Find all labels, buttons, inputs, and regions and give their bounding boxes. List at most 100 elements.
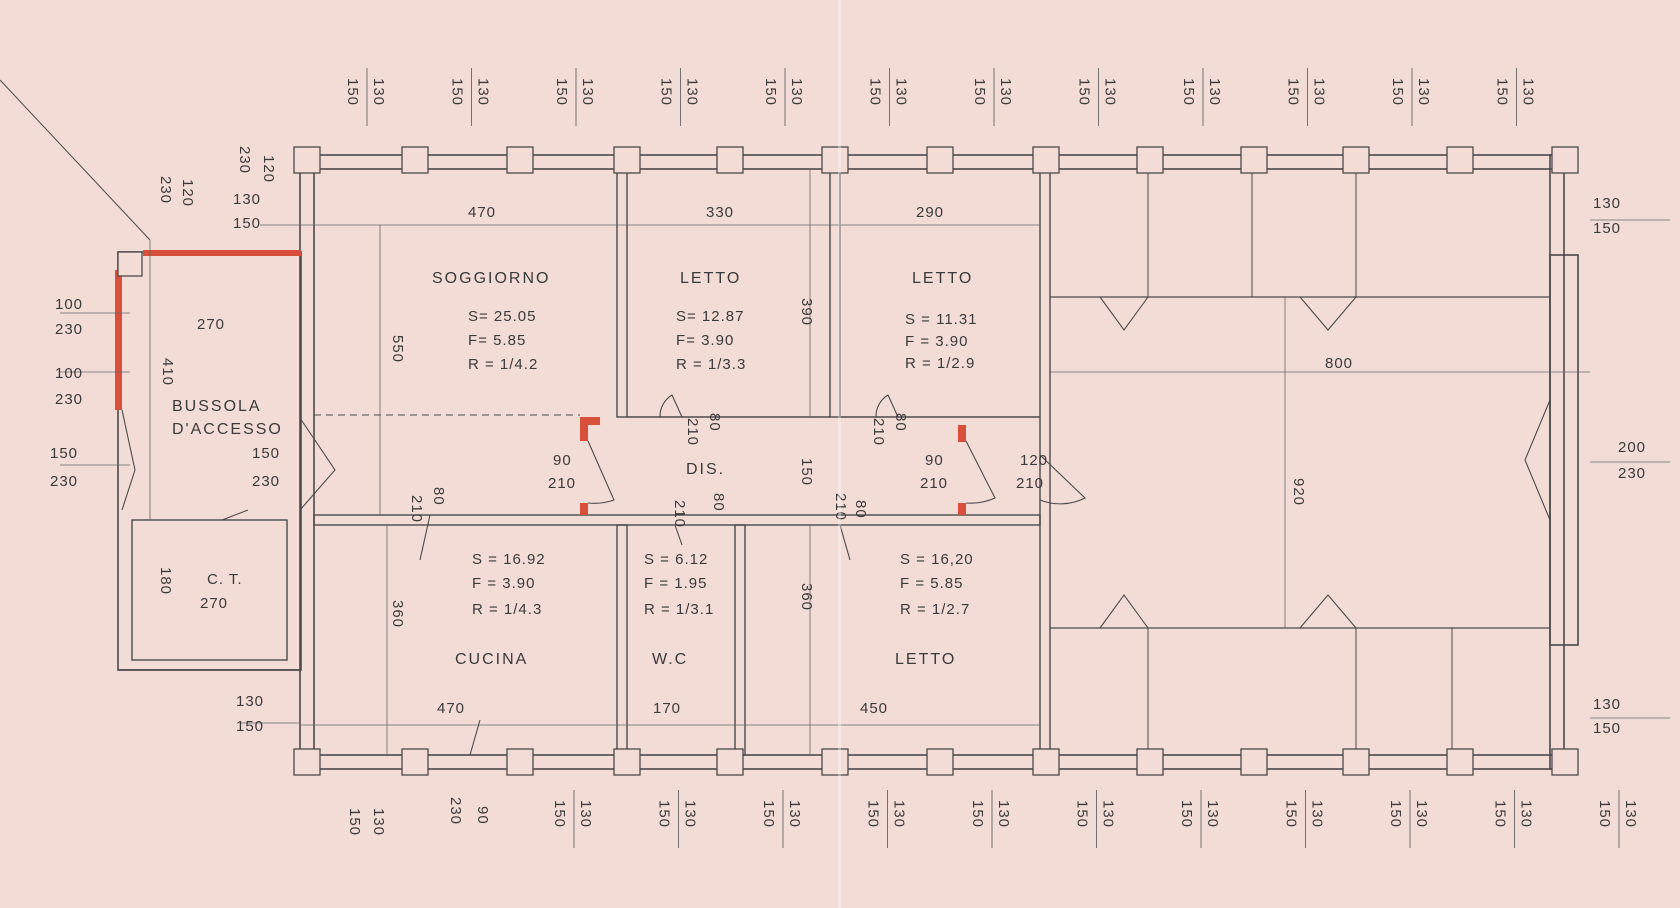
bottom-label-150: 150 [346,808,363,836]
structural-column-bottom-8 [1032,748,1060,776]
letto-3-surface: S = 16,20 [900,551,974,568]
west-label-100b: 100 [55,365,83,382]
structural-column-top-12 [1446,146,1474,174]
dim-soggiorno-depth: 550 [389,335,406,363]
nw-label-230b: 230 [236,146,253,174]
structural-column-top-5 [716,146,744,174]
east-label-200: 200 [1618,439,1646,456]
structural-column-bottom-2 [401,748,429,776]
letto-2-ratio: R = 1/2.9 [905,355,975,372]
room-cucina-label: CUCINA [455,651,528,668]
soggiorno-ratio: R = 1/4.2 [468,356,538,373]
top-window-label-1: 150 [344,78,361,106]
door-210-height: 210 [548,475,576,492]
door-letto-2-height: 210 [870,418,887,446]
letto-1-ratio: R = 1/3.3 [676,356,746,373]
bottom-window-label-3: 150 [656,800,673,828]
nw-label-230: 230 [157,176,174,204]
wc-window-area: F = 1.95 [644,575,707,592]
bottom-window-label-20: 130 [1518,800,1535,828]
door-cucina-height: 210 [408,495,425,523]
top-window-label-21: 150 [1389,78,1406,106]
bussola-label-230: 230 [252,473,280,490]
bottom-window-label-18: 130 [1413,800,1430,828]
bottom-label-130: 130 [370,808,387,836]
bottom-window-label-12: 130 [1100,800,1117,828]
structural-column-top-11 [1342,146,1370,174]
bottom-window-label-6: 130 [786,800,803,828]
bottom-window-label-14: 130 [1204,800,1221,828]
door-120-width: 120 [1020,452,1048,469]
sw-label-150: 150 [236,718,264,735]
top-window-label-23: 150 [1494,78,1511,106]
dim-letto-3-depth: 360 [798,583,815,611]
west-label-230b: 230 [55,391,83,408]
room-letto-3-label: LETTO [895,651,956,668]
top-window-label-19: 150 [1285,78,1302,106]
bottom-window-label-7: 150 [865,800,882,828]
room-ct-label: C. T. [207,571,243,588]
dim-letto-3-width: 450 [860,700,888,717]
structural-column-bottom-9 [1136,748,1164,776]
bottom-label-230: 230 [447,797,464,825]
east-label-150b: 150 [1593,720,1621,737]
structural-column-bottom-13 [1551,748,1579,776]
dim-bussola-width: 270 [197,316,225,333]
structural-column-bottom-12 [1446,748,1474,776]
structural-column-top-8 [1032,146,1060,174]
room-letto-1-label: LETTO [680,270,741,287]
structural-column-bottom-10 [1240,748,1268,776]
east-label-230: 230 [1618,465,1646,482]
letto-1-window-area: F= 3.90 [676,332,734,349]
bottom-window-label-8: 130 [891,800,908,828]
structural-columns-bottom [293,748,1579,776]
dim-letto-depth: 390 [798,298,815,326]
structural-column-bottom-5 [716,748,744,776]
structural-column-bottom-3 [506,748,534,776]
bottom-window-label-15: 150 [1283,800,1300,828]
structural-column-top-9 [1136,146,1164,174]
west-label-150b: 150 [50,445,78,462]
dim-ct-width: 270 [200,595,228,612]
dim-east-hall-depth: 920 [1290,478,1307,506]
top-window-label-4: 130 [475,78,492,106]
structural-column-bottom-1 [293,748,321,776]
letto-3-ratio: R = 1/2.7 [900,601,970,618]
west-label-100: 100 [55,296,83,313]
bottom-window-label-13: 150 [1178,800,1195,828]
room-dis-label: DIS. [686,461,725,478]
wc-ratio: R = 1/3.1 [644,601,714,618]
dim-ct-depth: 180 [157,567,174,595]
room-wc-label: W.C [652,651,688,668]
structural-column-bottom-11 [1342,748,1370,776]
top-window-label-15: 150 [1076,78,1093,106]
structural-column-top-2 [401,146,429,174]
letto-2-window-area: F = 3.90 [905,333,968,350]
door-210c-height: 210 [1016,475,1044,492]
top-window-label-13: 150 [971,78,988,106]
top-window-label-9: 150 [762,78,779,106]
dim-letto-1-width: 330 [706,204,734,221]
structural-column-top-13 [1551,146,1579,174]
dim-cucina-depth: 360 [389,600,406,628]
sw-label-130: 130 [236,693,264,710]
letto-3-window-area: F = 5.85 [900,575,963,592]
top-window-label-3: 150 [449,78,466,106]
east-label-130b: 130 [1593,696,1621,713]
nw-label-120b: 120 [260,155,277,183]
room-bussola-label-2: D'ACCESSO [172,421,283,438]
top-window-label-14: 130 [997,78,1014,106]
structural-columns-top [117,146,1579,277]
nw-label-120: 120 [179,179,196,207]
room-letto-2-label: LETTO [912,270,973,287]
room-soggiorno-label: SOGGIORNO [432,270,550,287]
structural-column-top-3 [506,146,534,174]
west-label-130: 130 [233,191,261,208]
structural-column-bussola [117,251,143,277]
bottom-window-label-17: 150 [1387,800,1404,828]
bottom-window-label-19: 150 [1492,800,1509,828]
dim-wc-width: 170 [653,700,681,717]
